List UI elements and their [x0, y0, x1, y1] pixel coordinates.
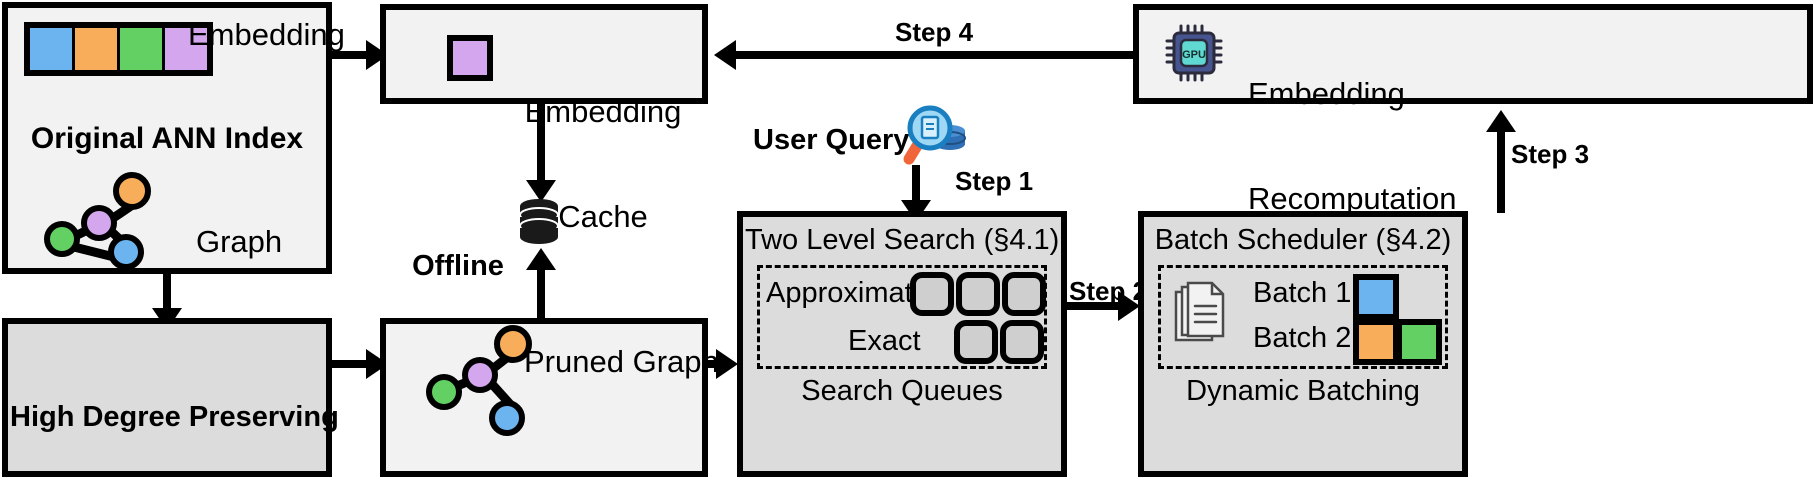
graph-pruning-line1: High Degree Preserving — [10, 400, 339, 433]
pruned-node-green — [426, 374, 462, 410]
arrow-step2-head — [1118, 291, 1140, 321]
two-level-search-title: Two Level Search (§4.1) — [745, 224, 1060, 256]
embedding-recomputation-server-box — [1133, 4, 1813, 104]
graph-pruning-label: High Degree Preserving Graph Pruning (§5… — [10, 336, 339, 481]
embedding-cache-line1: Embedding — [524, 94, 682, 130]
batch-scheduler-title: Batch Scheduler (§4.2) — [1154, 224, 1452, 256]
user-query-label: User Query — [753, 124, 910, 156]
recomp-server-line2: Recomputation — [1248, 180, 1457, 216]
arrow-prunedgraph-to-storage-line — [537, 254, 545, 332]
graph-pruning-box — [2, 318, 332, 477]
graph-label: Graph — [196, 224, 283, 259]
search-queues-footer: Search Queues — [801, 375, 1003, 407]
gpu-chip-icon: GPU — [1165, 24, 1223, 82]
embedding-cache-line2: Cache — [558, 198, 648, 234]
embedding-cell-orange — [75, 28, 120, 70]
arrow-index-to-cache-line — [332, 51, 368, 59]
arrow-step3-head — [1486, 110, 1516, 132]
magnifier-database-icon — [903, 105, 966, 165]
documents-stack-icon — [1174, 281, 1225, 342]
exact-row-label: Exact — [848, 325, 921, 357]
original-ann-index-title: Original ANN Index — [30, 122, 304, 155]
arrow-step2-line — [1067, 302, 1122, 310]
pruned-node-orange — [494, 325, 532, 363]
arrow-prunedgraph-to-storage-head — [526, 248, 556, 270]
pruned-graph-label: Pruned Graph — [524, 344, 719, 379]
graph-node-orange — [113, 172, 151, 210]
embedding-vector-strip — [24, 22, 213, 76]
step2-label: Step 2 — [1069, 276, 1148, 306]
arrow-index-to-pruning-line — [163, 274, 171, 314]
arrow-prunedgraph-to-search-head — [716, 349, 738, 379]
graph-node-purple — [81, 205, 117, 241]
graph-node-blue — [108, 234, 144, 270]
arrow-step1-line — [912, 165, 920, 210]
batch-chip-green — [1396, 319, 1442, 365]
batch-chip-blue — [1353, 274, 1399, 320]
queue-slot — [956, 272, 1000, 316]
queue-slot — [910, 272, 954, 316]
batch2-row-label: Batch 2 — [1253, 322, 1352, 354]
exact-queue-slots — [954, 320, 1044, 364]
step1-label: Step 1 — [955, 166, 1034, 196]
recomp-server-line1: Embedding — [1248, 76, 1405, 112]
approximate-queue-slots — [910, 272, 1046, 316]
embedding-cell-blue — [30, 28, 75, 70]
queue-slot — [1002, 272, 1046, 316]
database-cylinder-icon — [519, 199, 559, 244]
batch-chip-orange — [1353, 319, 1399, 365]
arrow-cache-to-storage-head — [526, 180, 556, 202]
queue-slot — [1000, 320, 1044, 364]
embedding-cell-purple — [165, 28, 207, 70]
arrow-cache-to-storage-line — [537, 104, 545, 186]
embedding-cache-label: Embedding Cache — [508, 26, 698, 304]
svg-text:GPU: GPU — [1182, 49, 1206, 61]
step4-label: Step 4 — [895, 17, 974, 47]
batch1-row-label: Batch 1 — [1253, 277, 1352, 309]
embedding-cache-box — [380, 4, 708, 104]
step3-label: Step 3 — [1511, 139, 1590, 169]
queue-slot — [954, 320, 998, 364]
offline-storage-line1: Offline — [412, 249, 504, 282]
pruned-node-blue — [489, 400, 525, 436]
arrow-step4-line — [736, 51, 1134, 59]
batch1-chips — [1353, 274, 1399, 320]
arrow-step3-line — [1497, 130, 1505, 213]
embedding-cell-green — [120, 28, 165, 70]
pruned-node-purple — [462, 357, 498, 393]
dynamic-batching-dashed-region — [1158, 265, 1448, 369]
embedding-label: Embedding — [188, 17, 345, 52]
arrow-pruning-to-prunedgraph-line — [332, 360, 368, 368]
approximate-row-label: Approximate — [766, 277, 929, 309]
search-queues-dashed-region — [757, 265, 1047, 369]
dynamic-batching-footer: Dynamic Batching — [1186, 375, 1420, 407]
embedding-cache-chip — [447, 35, 493, 81]
arrow-step4-head — [714, 40, 736, 70]
graph-node-green — [44, 221, 80, 257]
batch2-chips — [1353, 319, 1442, 365]
